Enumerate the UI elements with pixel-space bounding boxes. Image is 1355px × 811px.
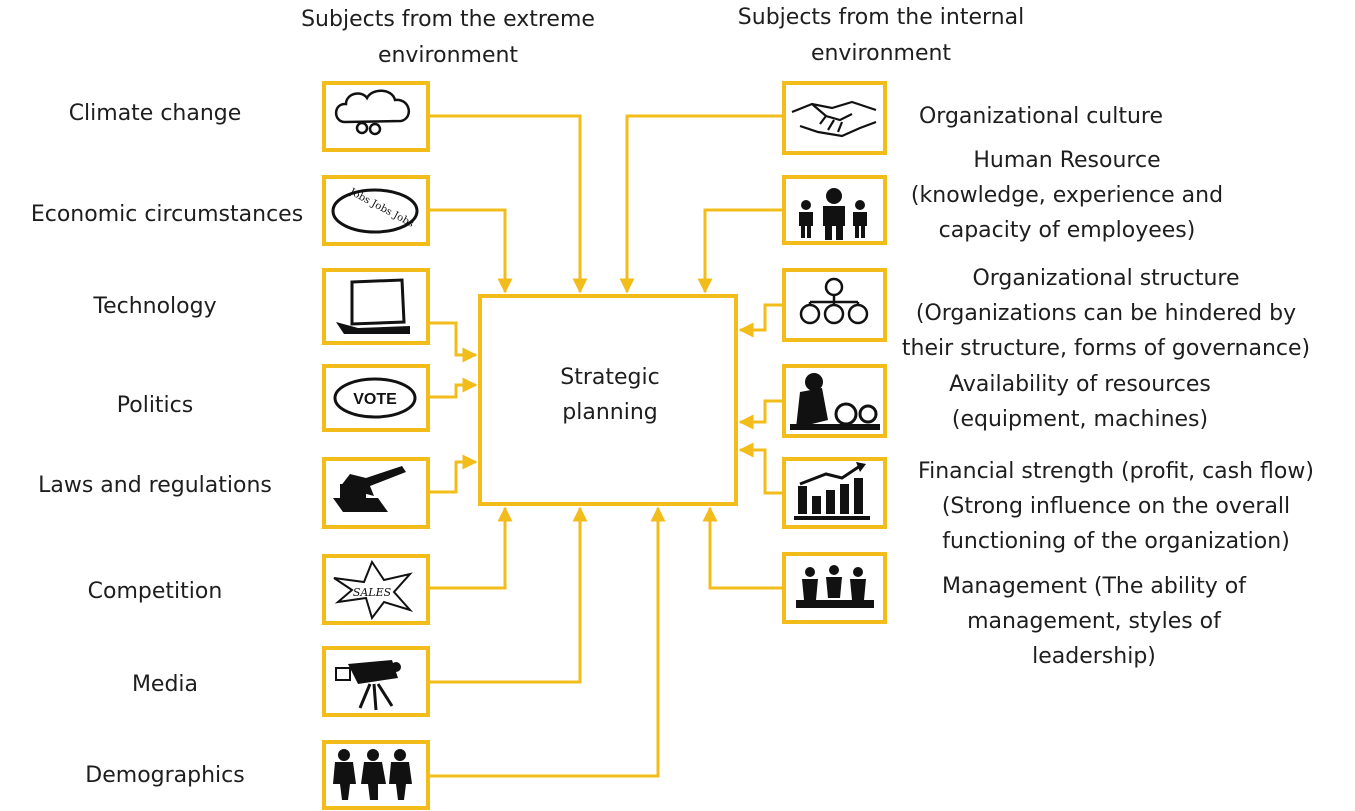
- label-structure-line-3: their structure, forms of governance): [901, 336, 1311, 361]
- people-group-icon: [333, 749, 412, 800]
- label-demographics: Demographics: [50, 758, 280, 793]
- header-external-line-2: environment: [377, 43, 519, 68]
- label-politics: Politics: [60, 388, 250, 423]
- header-external-line-1: Subjects from the extreme: [301, 7, 595, 32]
- equipment-icon: [790, 373, 880, 430]
- org-chart-icon: [799, 277, 869, 325]
- video-camera-icon: [335, 660, 401, 711]
- label-organizational-culture: Organizational culture: [896, 99, 1186, 134]
- label-media-line-1: Media: [131, 672, 199, 697]
- connector-structure: [738, 303, 782, 338]
- label-financial-line-3: functioning of the organization): [942, 529, 1290, 554]
- label-competition: Competition: [50, 574, 260, 609]
- label-management: Management (The ability of management, s…: [914, 569, 1274, 674]
- label-culture-line-1: Organizational culture: [918, 104, 1164, 129]
- label-financial-line-2: (Strong influence on the overall: [941, 494, 1291, 519]
- label-management-line-2: management, styles of: [967, 609, 1221, 634]
- header-internal: Subjects from the internal environment: [706, 0, 1056, 72]
- connectors: [428, 114, 782, 778]
- sales-star-icon: SALES: [333, 559, 414, 621]
- header-external: Subjects from the extreme environment: [270, 2, 626, 74]
- cloud-icon: [334, 89, 411, 136]
- vote-icon: VOTE: [333, 377, 417, 419]
- label-media: Media: [60, 667, 270, 702]
- vote-text: VOTE: [353, 391, 397, 408]
- label-structure-line-2: (Organizations can be hindered by: [915, 301, 1297, 326]
- strategic-planning-label: Strategic planning: [522, 360, 698, 430]
- connector-culture: [619, 114, 782, 294]
- connector-politics: [428, 377, 478, 399]
- label-hr-line-2: (knowledge, experience and: [910, 183, 1224, 208]
- header-internal-line-2: environment: [810, 41, 952, 66]
- label-hr-line-1: Human Resource: [973, 148, 1161, 173]
- label-climate-change-line-1: Climate change: [68, 101, 242, 126]
- header-internal-line-1: Subjects from the internal: [737, 5, 1025, 30]
- laptop-icon: [336, 278, 410, 334]
- label-climate-change: Climate change: [40, 96, 270, 131]
- label-technology-line-1: Technology: [93, 294, 217, 319]
- center-line-2: planning: [562, 400, 658, 425]
- label-technology: Technology: [60, 289, 250, 324]
- connector-competition: [428, 506, 513, 590]
- label-economic-line-1: Economic circumstances: [30, 202, 304, 227]
- bar-chart-growth-icon: [794, 462, 870, 520]
- label-management-line-1: Management (The ability of: [941, 574, 1247, 599]
- label-laws-line-1: Laws and regulations: [38, 473, 272, 498]
- label-financial-strength: Financial strength (profit, cash flow) (…: [896, 454, 1336, 559]
- connector-resources: [738, 399, 782, 430]
- connector-management: [702, 506, 782, 590]
- icon-box-laws: [322, 457, 430, 529]
- label-laws-regulations: Laws and regulations: [20, 468, 290, 503]
- gavel-icon: [333, 466, 406, 512]
- center-line-1: Strategic: [560, 365, 660, 390]
- label-economic-circumstances: Economic circumstances: [14, 197, 320, 232]
- label-resources-line-1: Availability of resources: [949, 372, 1211, 397]
- connector-economic: [428, 208, 513, 294]
- meeting-icon: [796, 565, 874, 608]
- connector-media: [428, 506, 588, 684]
- label-demographics-line-1: Demographics: [85, 763, 245, 788]
- label-resources-line-2: (equipment, machines): [951, 407, 1209, 432]
- connector-hr: [697, 208, 782, 294]
- label-availability-resources: Availability of resources (equipment, ma…: [920, 367, 1240, 437]
- connector-demographics: [428, 506, 666, 778]
- label-competition-line-1: Competition: [87, 579, 223, 604]
- label-financial-line-1: Financial strength (profit, cash flow): [918, 459, 1314, 484]
- sales-text: SALES: [353, 586, 392, 599]
- employees-icon: [799, 188, 867, 240]
- label-politics-line-1: Politics: [116, 393, 194, 418]
- connector-financial: [738, 442, 782, 495]
- icon-box-climate: [322, 81, 430, 152]
- connector-climate: [428, 114, 588, 294]
- strategic-planning-box: [478, 294, 738, 506]
- connector-technology: [428, 321, 478, 363]
- label-organizational-structure: Organizational structure (Organizations …: [884, 261, 1328, 366]
- handshake-icon: [791, 100, 877, 138]
- label-management-line-3: leadership): [1032, 644, 1156, 669]
- icon-box-politics: [322, 364, 430, 432]
- connector-laws: [428, 454, 478, 494]
- label-hr-line-3: capacity of employees): [938, 218, 1196, 243]
- label-structure-line-1: Organizational structure: [972, 266, 1240, 291]
- label-human-resource: Human Resource (knowledge, experience an…: [890, 143, 1244, 248]
